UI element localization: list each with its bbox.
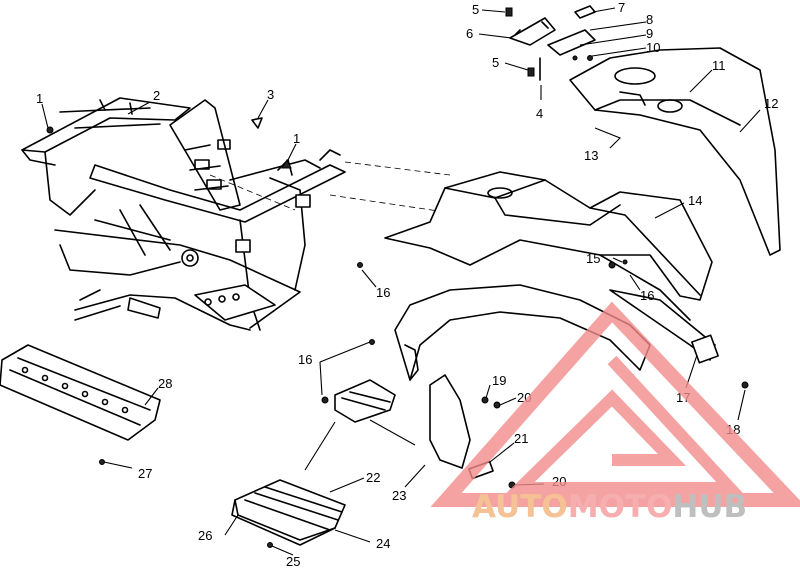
callout-21: 21 (514, 431, 528, 446)
callout-16: 16 (298, 352, 312, 367)
callout-28: 28 (158, 376, 172, 391)
callout-1: 1 (293, 131, 300, 146)
callout-14: 14 (688, 193, 702, 208)
watermark-triangle-icon (430, 301, 800, 507)
callout-labels: 1 2 3 1 4 5 5 6 7 8 9 10 11 12 13 14 15 … (36, 0, 778, 568)
callout-27: 27 (138, 466, 152, 481)
rear-fender (569, 47, 781, 256)
callout-12: 12 (764, 96, 778, 111)
callout-19: 19 (492, 373, 506, 388)
callout-16: 16 (376, 285, 390, 300)
callout-3: 3 (267, 87, 274, 102)
callout-7: 7 (618, 0, 625, 15)
callout-16: 16 (640, 288, 654, 303)
callout-1: 1 (36, 91, 43, 106)
hardware-frame (46, 117, 292, 169)
watermark-auto: AUTO (472, 489, 568, 525)
callout-23: 23 (392, 488, 406, 503)
watermark-hub: HUB (672, 489, 747, 525)
watermark-logo: AUTOMOTOHUB (430, 301, 800, 525)
callout-25: 25 (286, 554, 300, 568)
watermark-text: AUTOMOTOHUB (472, 489, 747, 525)
callout-9: 9 (646, 26, 653, 41)
callout-5: 5 (472, 2, 479, 17)
callout-11: 11 (712, 58, 726, 73)
callout-22: 22 (366, 470, 380, 485)
callout-26: 26 (198, 528, 212, 543)
callout-13: 13 (584, 148, 598, 163)
callout-6: 6 (466, 26, 473, 41)
taillight-assembly (505, 5, 596, 81)
frame-assembly (21, 97, 346, 331)
callout-4: 4 (536, 106, 543, 121)
callout-5: 5 (492, 55, 499, 70)
callout-8: 8 (646, 12, 653, 27)
callout-15: 15 (586, 251, 600, 266)
alignment-lines (209, 161, 451, 213)
callout-2: 2 (153, 88, 160, 103)
watermark-moto: MOTO (568, 489, 673, 525)
skid-plate (0, 344, 161, 441)
footrest (231, 379, 396, 546)
leader-lines (41, 7, 761, 556)
callout-24: 24 (376, 536, 390, 551)
front-fender-body (384, 171, 719, 381)
callout-10: 10 (646, 40, 660, 55)
